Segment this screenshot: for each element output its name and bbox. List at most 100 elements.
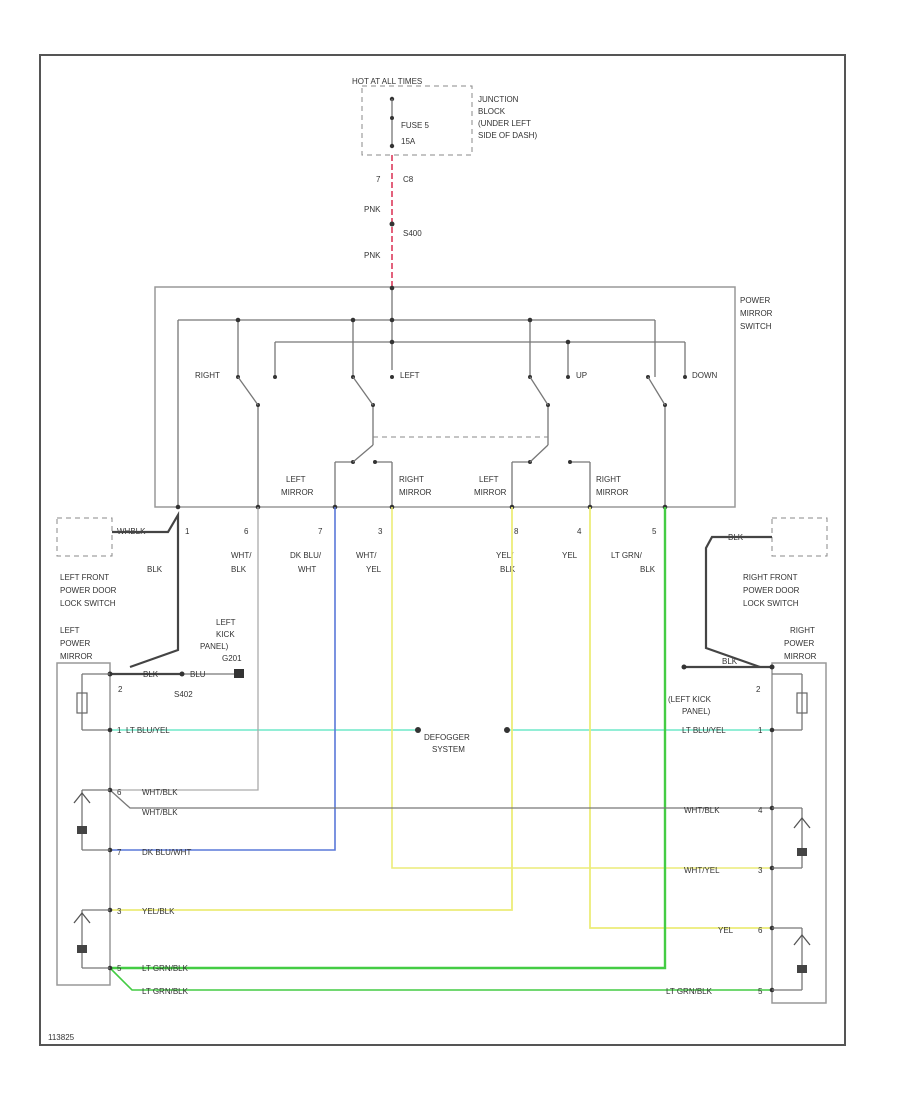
switch-up-label: UP xyxy=(576,371,587,380)
pin-number-3: 3 xyxy=(378,527,383,536)
right-mirror-select-label-2: RIGHT MIRROR xyxy=(596,475,629,497)
svg-text:5: 5 xyxy=(758,987,763,996)
right-power-mirror-label: RIGHT POWER MIRROR xyxy=(784,626,817,661)
yel-wire xyxy=(589,507,772,929)
left-mirror-motors xyxy=(73,789,110,969)
svg-text:MIRROR: MIRROR xyxy=(399,488,432,497)
wire-pnk-label-2: PNK xyxy=(364,251,381,260)
right-pin-1-label: 1 xyxy=(758,726,763,735)
wht-blk-wire xyxy=(110,507,259,791)
svg-text:LT GRN/BLK: LT GRN/BLK xyxy=(142,964,189,973)
svg-text:LEFT: LEFT xyxy=(286,475,306,484)
svg-text:LEFT: LEFT xyxy=(216,618,236,627)
svg-text:WHT: WHT xyxy=(298,565,316,574)
switch-internal-bus xyxy=(177,287,686,507)
right-blk-label: BLK xyxy=(722,657,738,666)
splice-s400-label: S400 xyxy=(403,229,422,238)
svg-text:POWER DOOR: POWER DOOR xyxy=(60,586,117,595)
right-mirror-select-label-1: RIGHT MIRROR xyxy=(399,475,432,497)
left-pin-1-label: 1 xyxy=(117,726,122,735)
svg-text:6: 6 xyxy=(758,926,763,935)
diagram-frame xyxy=(39,54,846,1046)
fuse-label: FUSE 5 xyxy=(401,121,430,130)
left-door-lock-switch-outline xyxy=(56,517,113,557)
lt-blu-yel-right-label: LT BLU/YEL xyxy=(682,726,726,735)
defogger-system-label: DEFOGGER SYSTEM xyxy=(424,733,470,754)
svg-text:MIRROR: MIRROR xyxy=(281,488,314,497)
svg-text:BLK: BLK xyxy=(500,565,516,574)
svg-text:RIGHT: RIGHT xyxy=(596,475,621,484)
pin-number-5: 5 xyxy=(652,527,657,536)
svg-text:MIRROR: MIRROR xyxy=(784,652,817,661)
right-power-mirror-box xyxy=(771,662,827,1004)
right-mirror-motors xyxy=(772,807,811,991)
lt-blu-yel-left-label: LT BLU/YEL xyxy=(126,726,170,735)
junction-block-outline xyxy=(361,85,473,156)
svg-text:WHT/BLK: WHT/BLK xyxy=(142,788,178,797)
svg-text:5: 5 xyxy=(117,964,122,973)
svg-text:SYSTEM: SYSTEM xyxy=(432,745,465,754)
ground-wires xyxy=(112,510,772,669)
switch-contacts xyxy=(237,376,666,463)
splice-s402-label: S402 xyxy=(174,690,193,699)
defogger-terminal-right xyxy=(504,727,510,733)
svg-text:SWITCH: SWITCH xyxy=(740,322,772,331)
right-kick-panel-label: (LEFT KICK PANEL) xyxy=(668,695,712,716)
svg-text:POWER DOOR: POWER DOOR xyxy=(743,586,800,595)
svg-text:DEFOGGER: DEFOGGER xyxy=(424,733,470,742)
svg-text:(UNDER LEFT: (UNDER LEFT xyxy=(478,119,531,128)
svg-text:WHT/BLK: WHT/BLK xyxy=(142,808,178,817)
left-blk-label: BLK xyxy=(143,670,159,679)
svg-text:3: 3 xyxy=(758,866,763,875)
pin-7-label: 7 xyxy=(376,175,381,184)
right-door-lock-switch-label: RIGHT FRONT POWER DOOR LOCK SWITCH xyxy=(743,573,800,608)
svg-text:YEL: YEL xyxy=(718,926,734,935)
dk-blu-wht-wire xyxy=(110,507,336,851)
left-mirror-heater xyxy=(76,673,110,731)
left-power-mirror-box xyxy=(56,662,111,986)
right-mirror-row-labels: WHT/BLK 4 WHT/YEL 3 YEL 6 LT GRN/BLK 5 xyxy=(666,806,763,996)
svg-text:MIRROR: MIRROR xyxy=(60,652,93,661)
svg-text:RIGHT FRONT: RIGHT FRONT xyxy=(743,573,798,582)
svg-text:KICK: KICK xyxy=(216,630,235,639)
pin-number-6: 6 xyxy=(244,527,249,536)
svg-text:DK BLU/: DK BLU/ xyxy=(290,551,322,560)
svg-text:BLOCK: BLOCK xyxy=(478,107,506,116)
left-mirror-select-label-2: LEFT MIRROR xyxy=(474,475,507,497)
right-mirror-heater xyxy=(772,673,808,731)
svg-text:JUNCTION: JUNCTION xyxy=(478,95,519,104)
svg-text:6: 6 xyxy=(117,788,122,797)
left-mirror-row-labels: 6 WHT/BLK WHT/BLK 7 DK BLU/WHT 3 YEL/BLK… xyxy=(117,788,191,996)
svg-text:LEFT FRONT: LEFT FRONT xyxy=(60,573,109,582)
splice-s400 xyxy=(389,221,395,227)
wire-color-labels: BLK WHT/ BLK DK BLU/ WHT WHT/ YEL YEL/ B… xyxy=(147,551,656,574)
svg-text:LOCK SWITCH: LOCK SWITCH xyxy=(60,599,116,608)
svg-text:YEL: YEL xyxy=(366,565,382,574)
svg-text:YEL/: YEL/ xyxy=(496,551,514,560)
fuse-mid-terminal xyxy=(390,116,394,120)
svg-text:WHT/BLK: WHT/BLK xyxy=(684,806,720,815)
svg-text:WHT/: WHT/ xyxy=(231,551,252,560)
svg-text:RIGHT: RIGHT xyxy=(399,475,424,484)
svg-text:PANEL): PANEL) xyxy=(200,642,229,651)
pin-number-7: 7 xyxy=(318,527,323,536)
svg-text:BLK: BLK xyxy=(640,565,656,574)
switch-right-label: RIGHT xyxy=(195,371,220,380)
pin-number-1: 1 xyxy=(185,527,190,536)
wire-pnk-label-1: PNK xyxy=(364,205,381,214)
svg-text:MIRROR: MIRROR xyxy=(740,309,773,318)
svg-text:MIRROR: MIRROR xyxy=(474,488,507,497)
svg-text:SIDE OF DASH): SIDE OF DASH) xyxy=(478,131,537,140)
left-door-lock-switch-label: LEFT FRONT POWER DOOR LOCK SWITCH xyxy=(60,573,117,608)
svg-text:LEFT: LEFT xyxy=(479,475,499,484)
pin-number-8: 8 xyxy=(514,527,519,536)
svg-text:YEL: YEL xyxy=(562,551,578,560)
lt-grn-blk-wire xyxy=(110,507,667,970)
junction-block-label: JUNCTION BLOCK (UNDER LEFT SIDE OF DASH) xyxy=(478,95,537,140)
hot-at-all-times-label: HOT AT ALL TIMES xyxy=(352,77,422,86)
figure-id-label: 113825 xyxy=(48,1033,75,1042)
svg-text:RIGHT: RIGHT xyxy=(790,626,815,635)
connector-c8-label: C8 xyxy=(403,175,414,184)
svg-text:BLK: BLK xyxy=(231,565,247,574)
